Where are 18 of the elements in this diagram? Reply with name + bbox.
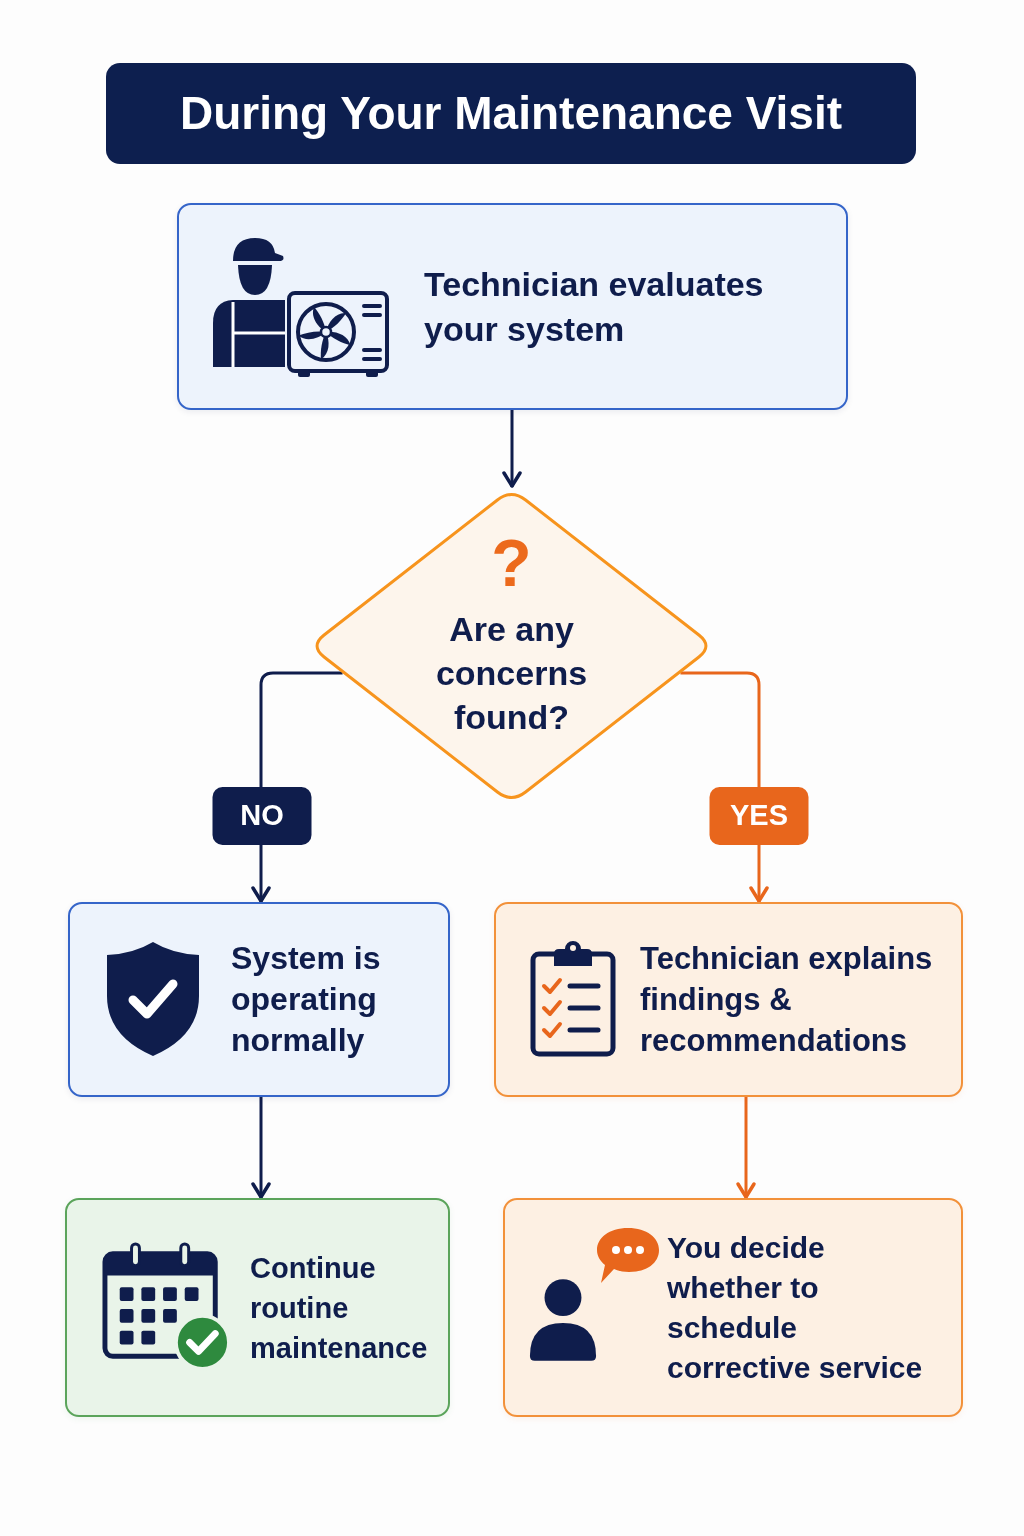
title-banner: During Your Maintenance Visit: [106, 63, 916, 164]
edge-label: NO: [212, 787, 312, 845]
process-box: [494, 902, 963, 1097]
step-text: Technician evaluates your system: [424, 263, 765, 350]
step-text: System is operating normally: [231, 939, 382, 1060]
step-text: Technician explains findings & recommendations: [640, 940, 934, 1060]
process-box: [65, 1198, 450, 1417]
question-mark: ?: [491, 527, 532, 599]
arrow: [736, 1097, 756, 1199]
process-box: [68, 902, 450, 1097]
decision-text: Are any concerns found?: [434, 609, 589, 738]
process-box: [177, 203, 848, 410]
step-text: You decide whether to schedule corrective service: [667, 1229, 924, 1386]
process-box: [503, 1198, 963, 1417]
step-text: Continue routine maintenance: [250, 1250, 429, 1366]
arrow: [502, 410, 522, 488]
arrow: [251, 1097, 271, 1199]
edge-label: YES: [709, 787, 809, 845]
